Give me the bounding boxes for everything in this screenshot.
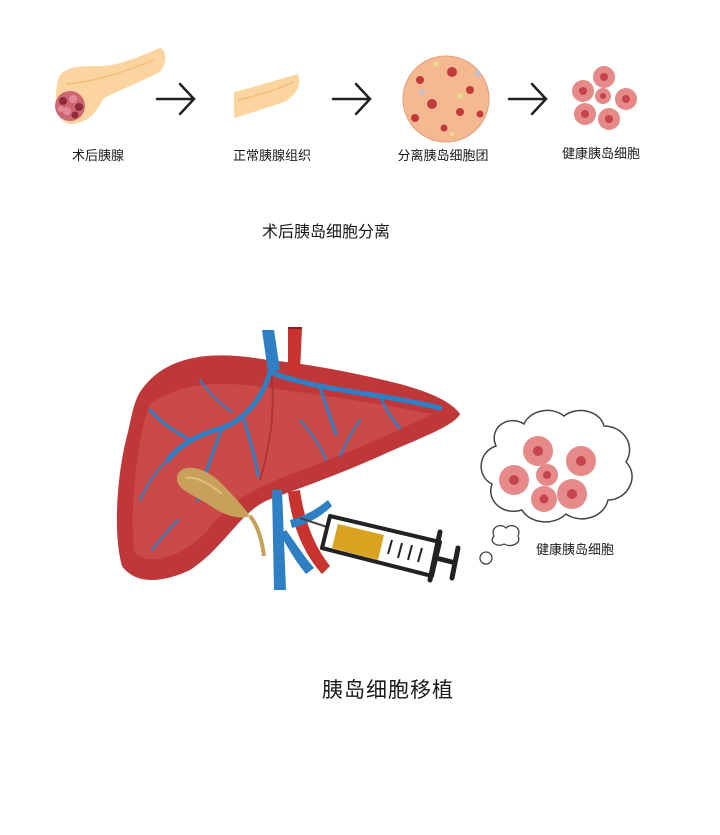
main-title: 胰岛细胞移植 — [322, 678, 454, 702]
pancreas-tissue-icon — [234, 74, 300, 118]
process-caption: 术后胰岛细胞分离 — [262, 222, 391, 241]
step-label-islet-cluster: 分离胰岛细胞团 — [397, 149, 489, 164]
arrow-icon — [155, 82, 196, 116]
step-label-normal-tissue: 正常胰腺组织 — [232, 149, 311, 164]
post-op-pancreas-icon — [55, 48, 166, 124]
thought-bubble — [479, 409, 633, 565]
liver-illustration — [116, 327, 461, 590]
step-label-post-op-pancreas: 术后胰腺 — [71, 149, 124, 164]
healthy-cells-icon — [572, 66, 637, 130]
islet-cluster-icon — [402, 55, 490, 143]
arrow-icon — [331, 82, 372, 116]
syringe-icon — [299, 514, 461, 583]
bubble-label: 健康胰岛细胞 — [535, 543, 614, 558]
step-label-healthy-cells: 健康胰岛细胞 — [561, 147, 640, 162]
arrow-icon — [507, 82, 548, 116]
bubble-cells-icon — [499, 436, 596, 512]
